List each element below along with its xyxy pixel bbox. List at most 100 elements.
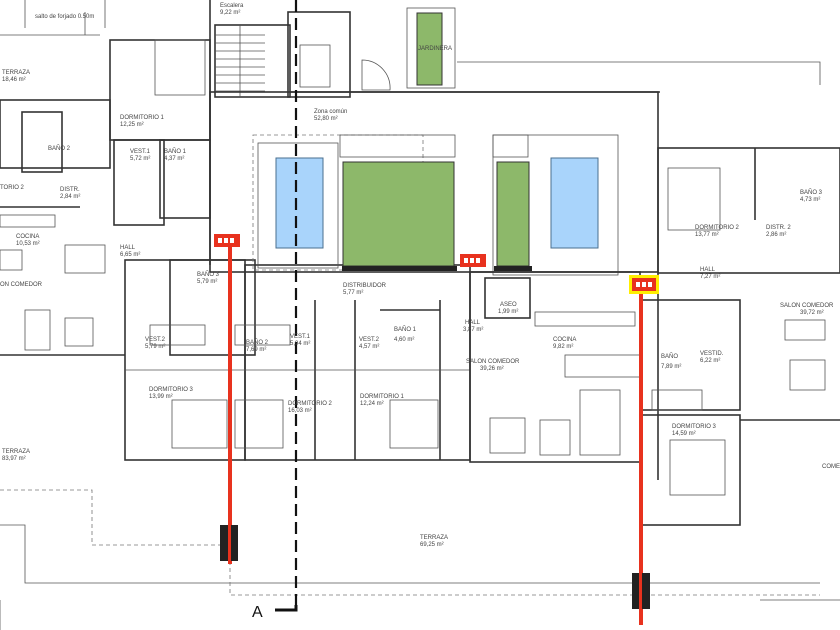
svg-text:5,94 m²: 5,94 m² xyxy=(290,341,310,347)
room-label: DORMITORIO 112,25 m² xyxy=(120,115,165,128)
room-label: JARDINERA xyxy=(418,46,452,52)
svg-text:10,53 m²: 10,53 m² xyxy=(16,241,40,247)
svg-text:VEST.2: VEST.2 xyxy=(145,337,166,343)
svg-text:12,24 m²: 12,24 m² xyxy=(360,401,384,407)
red-cut-lines xyxy=(220,246,650,625)
svg-text:VEST.1: VEST.1 xyxy=(130,149,151,155)
common-zone xyxy=(209,7,659,276)
svg-text:BAÑO: BAÑO xyxy=(661,353,678,360)
marker-badge-3-selected[interactable] xyxy=(629,275,659,294)
svg-text:SALON COMEDOR: SALON COMEDOR xyxy=(466,359,520,365)
svg-text:1,99 m²: 1,99 m² xyxy=(498,309,518,315)
svg-text:7,89 m²: 7,89 m² xyxy=(661,364,681,370)
room-label: DORMITORIO 216,03 m² xyxy=(288,401,333,414)
svg-text:TERRAZA: TERRAZA xyxy=(420,535,448,541)
room-label: DORMITORIO 213,77 m² xyxy=(695,225,740,238)
svg-text:BAÑO 1: BAÑO 1 xyxy=(164,148,187,155)
planter-narrow xyxy=(496,161,530,267)
svg-text:83,97 m²: 83,97 m² xyxy=(2,456,26,462)
svg-text:DISTRIBUIDOR: DISTRIBUIDOR xyxy=(343,283,387,289)
svg-text:TORIO 2: TORIO 2 xyxy=(0,185,25,191)
room-label: VEST.15,94 m² xyxy=(290,334,311,347)
svg-text:HALL: HALL xyxy=(465,320,481,326)
svg-text:COCINA: COCINA xyxy=(16,234,39,240)
room-label: VESTID.6,22 m² xyxy=(700,351,724,364)
plan-note: salto de forjado 0.50m xyxy=(35,14,94,20)
svg-text:VEST.1: VEST.1 xyxy=(290,334,311,340)
svg-text:6,22 m²: 6,22 m² xyxy=(700,358,720,364)
svg-text:Escalera: Escalera xyxy=(220,3,244,9)
room-label: BAÑO 27,69 m² xyxy=(246,339,269,353)
marker-badge-1[interactable] xyxy=(214,234,240,247)
marker-badge-2[interactable] xyxy=(460,254,486,267)
planter-large xyxy=(342,161,455,267)
svg-text:5,79 m²: 5,79 m² xyxy=(145,344,165,350)
svg-text:COCINA: COCINA xyxy=(553,337,576,343)
room-label: VEST.24,57 m² xyxy=(359,337,380,350)
svg-text:ASEO: ASEO xyxy=(500,302,517,308)
room-label: DISTR.2,84 m² xyxy=(60,187,80,200)
section-marker-label: A xyxy=(252,604,263,621)
svg-text:7,69 m²: 7,69 m² xyxy=(246,347,266,353)
svg-text:HALL: HALL xyxy=(700,267,716,273)
svg-text:69,25 m²: 69,25 m² xyxy=(420,542,444,548)
svg-text:BAÑO 2: BAÑO 2 xyxy=(48,145,71,152)
room-label: TORIO 2 xyxy=(0,185,25,191)
svg-text:2,84 m²: 2,84 m² xyxy=(60,194,80,200)
svg-text:4,73 m²: 4,73 m² xyxy=(800,197,820,203)
room-label: DISTR. 22,86 m² xyxy=(766,225,791,238)
svg-text:9,22 m²: 9,22 m² xyxy=(220,10,240,16)
svg-text:JARDINERA: JARDINERA xyxy=(418,46,452,52)
svg-text:DISTR. 2: DISTR. 2 xyxy=(766,225,791,231)
svg-text:5,77 m²: 5,77 m² xyxy=(343,290,363,296)
svg-text:VEST.2: VEST.2 xyxy=(359,337,380,343)
room-label: VEST.25,79 m² xyxy=(145,337,166,350)
svg-text:9,82 m²: 9,82 m² xyxy=(553,344,573,350)
svg-text:13,77 m²: 13,77 m² xyxy=(695,232,719,238)
svg-text:HALL: HALL xyxy=(120,245,136,251)
svg-text:13,99 m²: 13,99 m² xyxy=(149,394,173,400)
svg-text:14,59 m²: 14,59 m² xyxy=(672,431,696,437)
room-label: BAÑO 35,79 m² xyxy=(197,271,220,285)
svg-text:39,72 m²: 39,72 m² xyxy=(800,310,824,316)
svg-text:DORMITORIO 1: DORMITORIO 1 xyxy=(360,394,405,400)
svg-text:4,60 m²: 4,60 m² xyxy=(394,337,414,343)
room-label: DORMITORIO 314,59 m² xyxy=(672,424,717,437)
svg-text:4,57 m²: 4,57 m² xyxy=(359,344,379,350)
room-label: COME xyxy=(822,464,840,470)
svg-text:BAÑO 3: BAÑO 3 xyxy=(800,189,823,196)
room-label: BAÑO 14,37 m² xyxy=(164,148,187,162)
svg-text:DORMITORIO 3: DORMITORIO 3 xyxy=(672,424,717,430)
room-label: DORMITORIO 112,24 m² xyxy=(360,394,405,407)
section-line-a: A xyxy=(252,0,298,621)
svg-text:BAÑO 1: BAÑO 1 xyxy=(394,326,417,333)
svg-text:DORMITORIO 2: DORMITORIO 2 xyxy=(288,401,333,407)
planter-jardinera xyxy=(416,12,443,86)
svg-text:BAÑO 3: BAÑO 3 xyxy=(197,271,220,278)
svg-text:18,46 m²: 18,46 m² xyxy=(2,77,26,83)
svg-text:SALON COMEDOR: SALON COMEDOR xyxy=(780,303,834,309)
pool-left xyxy=(275,157,324,249)
svg-text:TERRAZA: TERRAZA xyxy=(2,70,30,76)
room-label: BAÑO 34,73 m² xyxy=(800,189,823,203)
svg-text:TERRAZA: TERRAZA xyxy=(2,449,30,455)
svg-text:DORMITORIO 2: DORMITORIO 2 xyxy=(695,225,740,231)
svg-text:39,26 m²: 39,26 m² xyxy=(480,366,504,372)
svg-text:BAÑO 2: BAÑO 2 xyxy=(246,339,269,346)
svg-text:DORMITORIO 1: DORMITORIO 1 xyxy=(120,115,165,121)
svg-text:7,27 m²: 7,27 m² xyxy=(700,274,720,280)
svg-text:DISTR.: DISTR. xyxy=(60,187,80,193)
svg-text:VESTID.: VESTID. xyxy=(700,351,724,357)
